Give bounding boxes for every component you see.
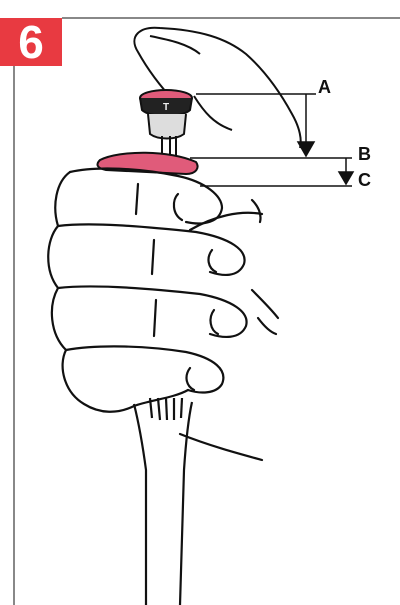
label-a: A — [318, 77, 331, 97]
arrow-a-to-b — [298, 142, 314, 156]
pipette-body — [134, 398, 192, 605]
arrow-b-to-c — [339, 172, 353, 184]
label-c: C — [358, 170, 371, 190]
svg-text:T: T — [163, 102, 169, 113]
label-b: B — [358, 144, 371, 164]
dimension-lines — [190, 94, 353, 186]
gripping-hand — [48, 169, 278, 460]
